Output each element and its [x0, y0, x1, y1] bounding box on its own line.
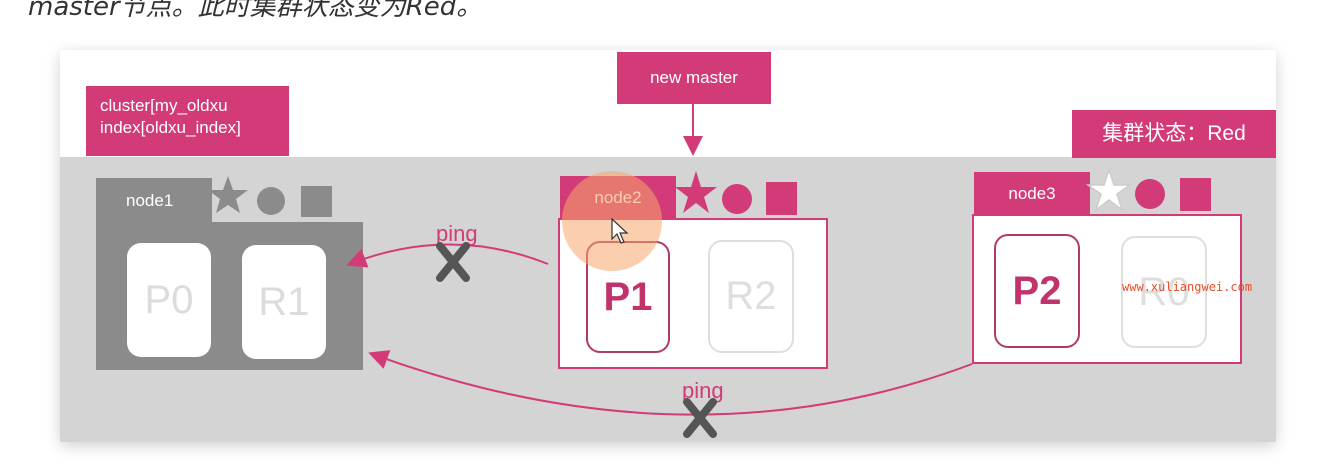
node2-circle-icon	[722, 184, 752, 214]
node1-square-icon	[301, 186, 332, 217]
index-name: index[oldxu_index]	[100, 118, 241, 137]
node3-square-icon	[1180, 178, 1211, 211]
caption-text: master节点。此时集群状态变为Red。	[28, 0, 483, 22]
ping-label-top: ping	[436, 221, 478, 246]
watermark: www.xuliangwei.com	[1122, 280, 1253, 294]
node3-tab: node3	[974, 172, 1090, 216]
x-mark-icon-top	[436, 242, 470, 282]
node2-star-icon	[675, 171, 717, 213]
cluster-label: cluster[my_oldxu index[oldxu_index]	[86, 86, 289, 156]
new-master-label: new master	[617, 52, 771, 104]
shard-p2: P2	[994, 234, 1080, 348]
node1-star-icon	[208, 176, 248, 213]
ping-arrow-top	[346, 243, 549, 268]
cluster-name: cluster[my_oldxu	[100, 96, 228, 115]
x-mark-icon-bottom	[683, 398, 717, 438]
node3-star-icon	[1085, 167, 1133, 213]
shard-r1: R1	[242, 245, 326, 359]
shard-p0: P0	[127, 243, 211, 357]
cursor-icon	[611, 217, 629, 244]
node1-tab: node1	[96, 178, 212, 224]
node3-circle-icon	[1135, 179, 1165, 209]
node2-square-icon	[766, 182, 797, 215]
cluster-status-label: 集群状态：Red	[1072, 110, 1276, 158]
node1-circle-icon	[257, 187, 285, 215]
shard-r2: R2	[708, 240, 794, 353]
ping-arrow-bottom	[368, 350, 973, 416]
shard-r0: R0	[1121, 236, 1207, 348]
